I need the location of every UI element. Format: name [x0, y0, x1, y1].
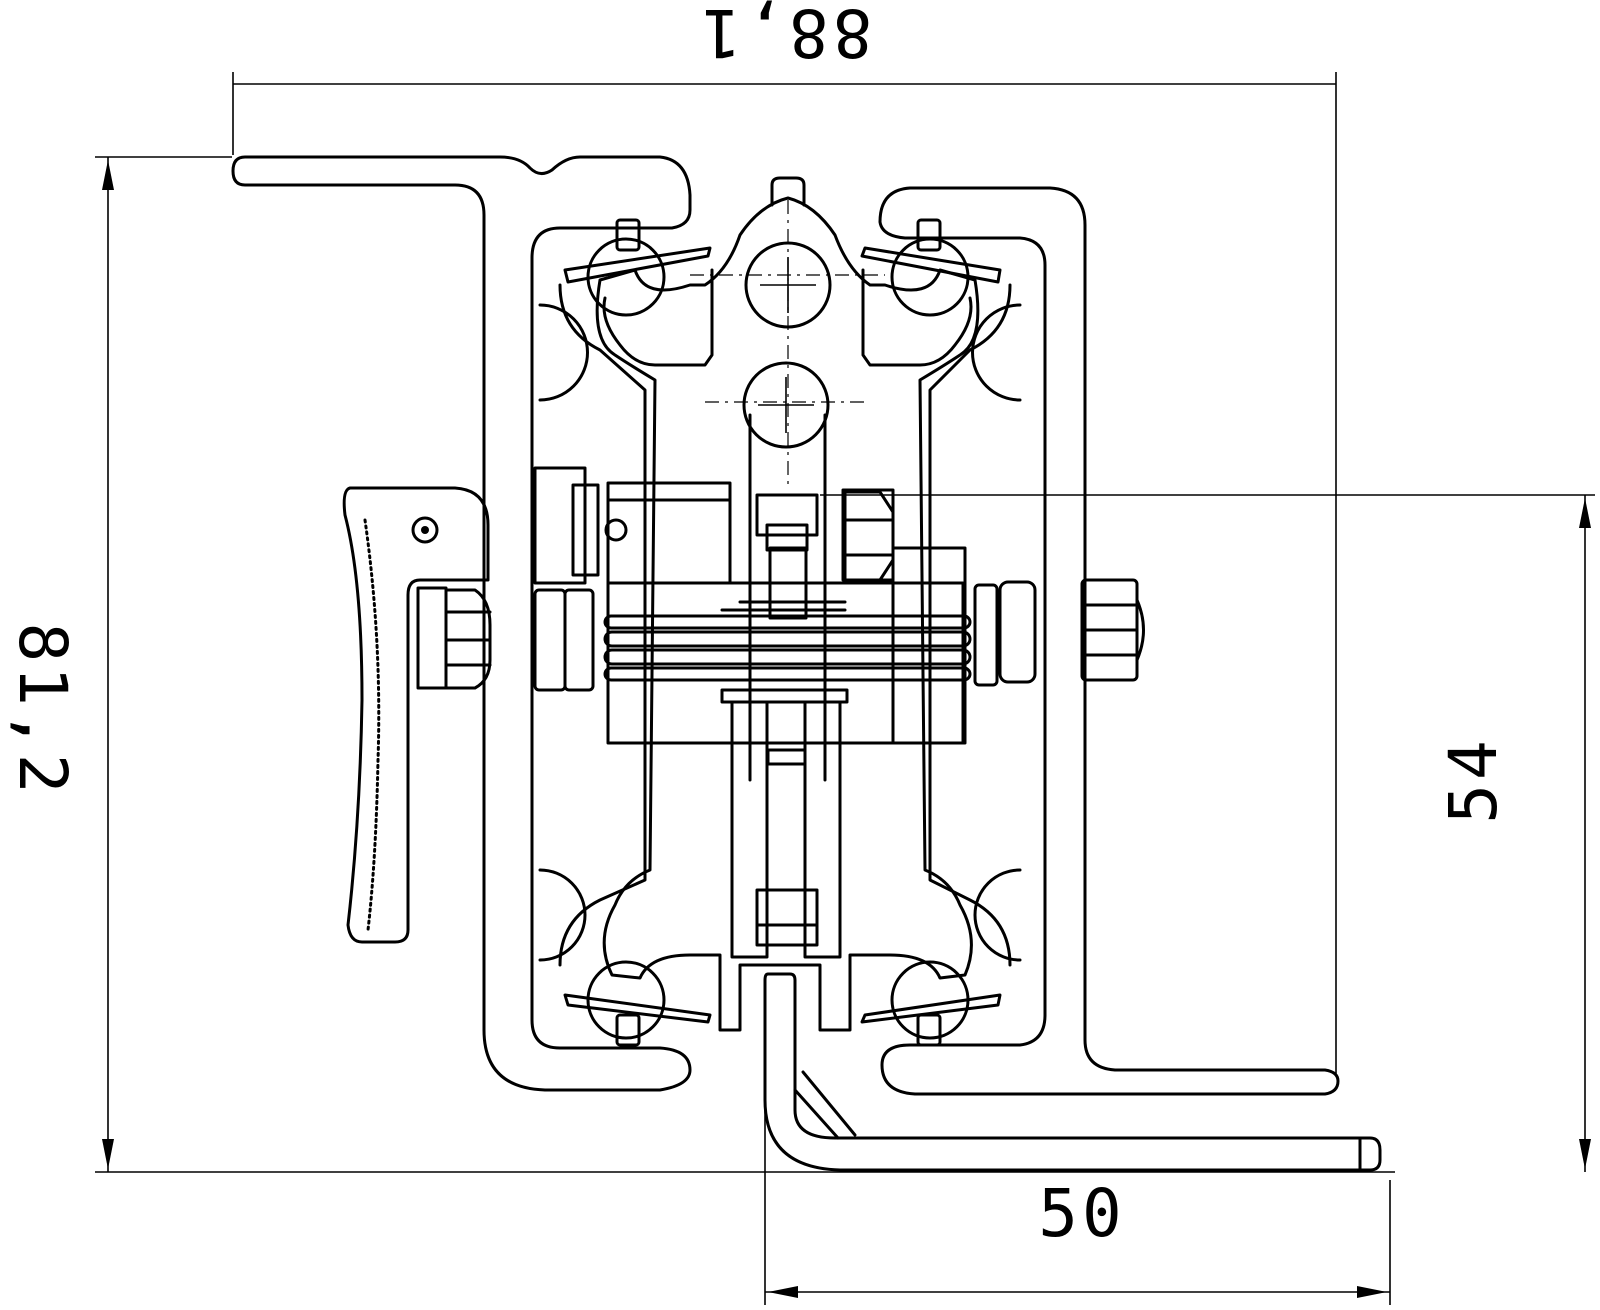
left-rail-profile	[231, 155, 692, 1092]
lower-roller	[742, 361, 830, 449]
offset-dimension: 50	[764, 1065, 1391, 1305]
spring-stack	[603, 600, 972, 682]
height-dimension: 81,2	[4, 156, 1395, 1173]
bearing-top-left	[563, 218, 712, 317]
width-dimension-label: 88,1	[698, 0, 873, 71]
stroke-dimension: 54	[820, 494, 1595, 1172]
stroke-dimension-label: 54	[1435, 736, 1512, 823]
upper-hex-nut	[843, 490, 895, 582]
central-rod	[720, 493, 849, 959]
clamp-lever[interactable]	[342, 486, 490, 944]
bearing-top-right	[860, 218, 1002, 317]
right-rail-profile	[878, 186, 1340, 1096]
offset-dimension-label: 50	[1038, 1175, 1125, 1252]
right-hex-nut	[1080, 578, 1145, 682]
height-dimension-label: 81,2	[4, 623, 81, 798]
bearing-bottom-right	[860, 960, 1002, 1047]
lever-pivot-icon	[411, 516, 439, 544]
top-boss	[770, 176, 806, 207]
left-hex-nut	[416, 586, 492, 690]
width-dimension: 88,1	[232, 0, 1337, 1075]
mounting-bracket	[763, 972, 1382, 1172]
upper-roller	[744, 241, 832, 329]
brake-pad-left	[533, 588, 595, 692]
bearing-bottom-left	[563, 960, 712, 1047]
brake-pad-right	[973, 580, 1037, 687]
